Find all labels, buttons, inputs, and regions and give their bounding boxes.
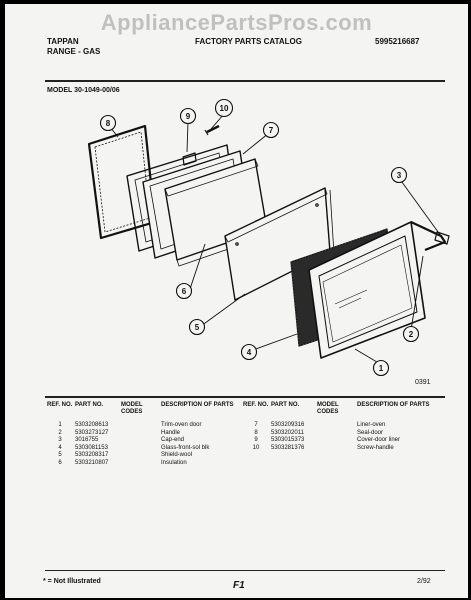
callout-label: 3 [397, 171, 402, 180]
callout-label: 4 [247, 348, 252, 357]
handle-screw [204, 124, 220, 136]
catalog-title: FACTORY PARTS CATALOG [195, 37, 302, 46]
callout-label: 2 [409, 330, 414, 339]
col-description: DESCRIPTION OF PARTS [357, 402, 430, 408]
model-number: MODEL 30-1049-00/06 [47, 87, 120, 94]
parts-table-right: REF. NO. PART NO. MODEL CODES DESCRIPTIO… [243, 402, 439, 452]
diagram-code: 0391 [415, 379, 431, 386]
callout-label: 9 [186, 112, 191, 121]
callout-5-circle [188, 318, 206, 336]
callout-label: 8 [106, 119, 111, 128]
catalog-page: AppliancePartsPros.com TAPPAN RANGE - GA… [5, 4, 468, 598]
col-model-codes: MODEL CODES [317, 402, 339, 415]
callout-label: 1 [379, 364, 384, 373]
callout-8-circle [99, 114, 117, 132]
not-illustrated-note: * = Not Illustrated [43, 578, 101, 585]
callout-label: 10 [220, 104, 229, 113]
header-rule [45, 80, 445, 82]
catalog-date: 2/92 [417, 578, 431, 585]
callout-7-circle [262, 121, 280, 139]
callout-6-circle [175, 282, 193, 300]
callout-3-circle [390, 166, 408, 184]
handle-assembly [410, 221, 450, 252]
brand-line-2: RANGE - GAS [47, 47, 101, 56]
door-trim-frame [308, 221, 426, 359]
catalog-number: 5995216687 [375, 37, 420, 46]
col-part-no: PART NO. [271, 402, 300, 408]
col-ref-no: REF. NO. [47, 402, 73, 408]
watermark: AppliancePartsPros.com [100, 10, 373, 35]
table-top-rule [45, 396, 445, 398]
col-model-codes: MODEL CODES [121, 402, 143, 415]
callout-label: 5 [195, 323, 200, 332]
parts-table-left: REF. NO. PART NO. MODEL CODES DESCRIPTIO… [47, 402, 243, 467]
page-number: F1 [233, 580, 245, 591]
callout-10-circle [214, 98, 234, 118]
footer-rule [45, 570, 445, 571]
callout-label: 7 [269, 126, 274, 135]
callout-4-circle [240, 343, 258, 361]
col-ref-no: REF. NO. [243, 402, 269, 408]
brand-line-1: TAPPAN [47, 37, 79, 46]
exploded-diagram: 1 2 3 4 5 6 7 8 9 10 [87, 98, 450, 377]
callout-label: 6 [182, 287, 187, 296]
callout-9-circle [179, 107, 197, 125]
col-description: DESCRIPTION OF PARTS [161, 402, 234, 408]
callout-1-circle [372, 359, 390, 377]
col-part-no: PART NO. [75, 402, 104, 408]
callout-2-circle [402, 325, 420, 343]
